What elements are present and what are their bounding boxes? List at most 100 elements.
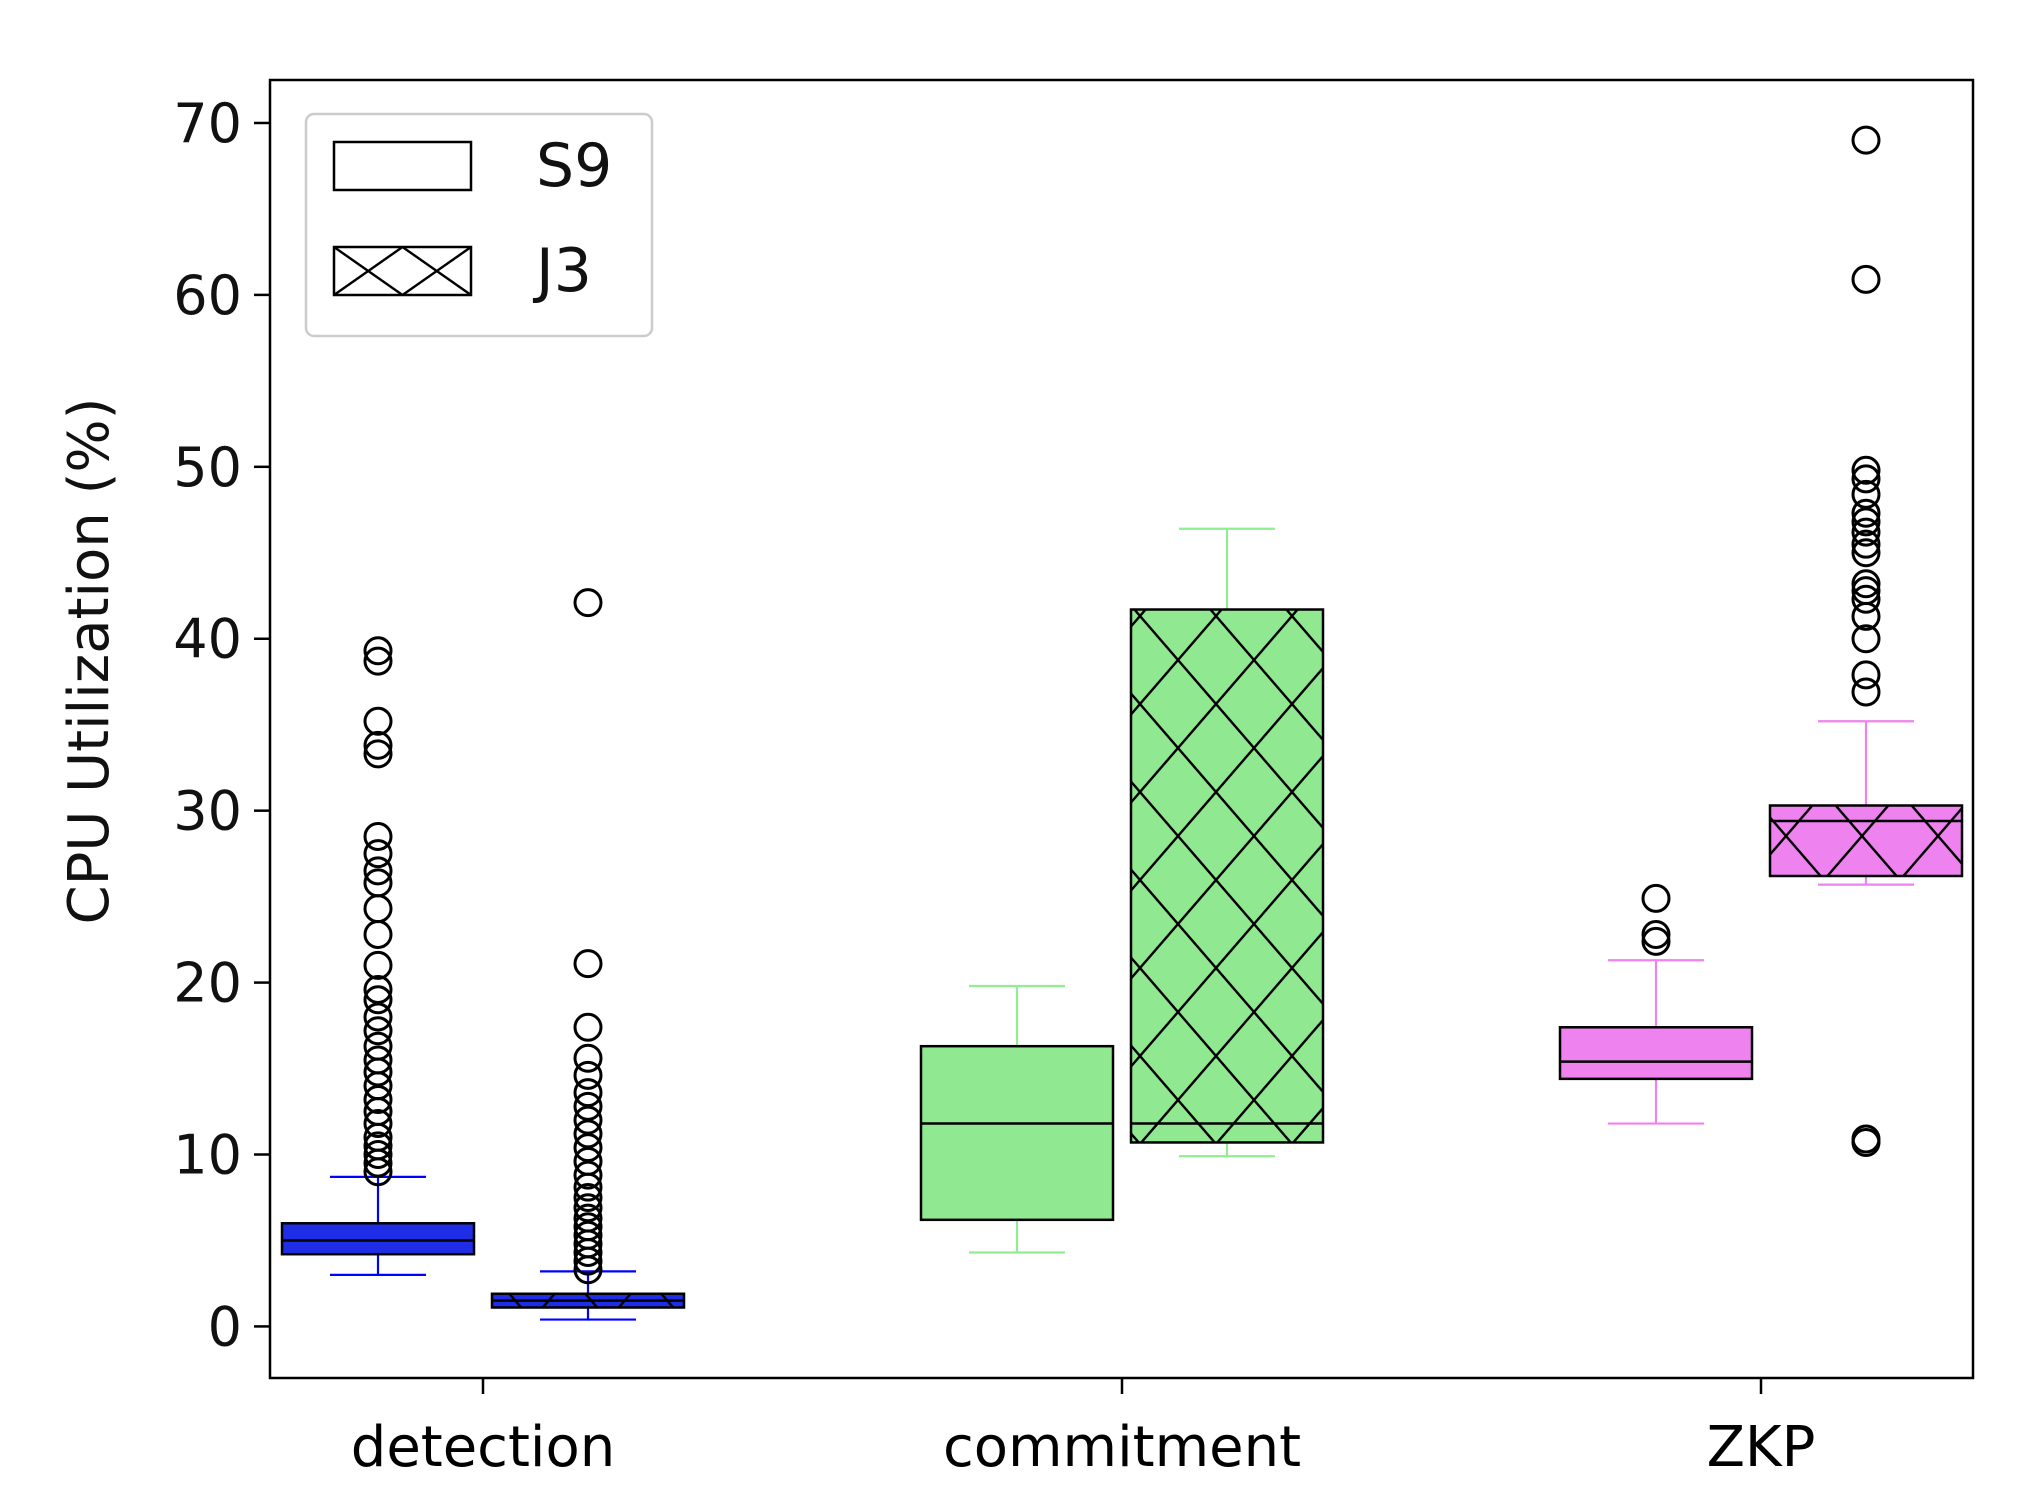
outlier-point	[363, 868, 393, 898]
box-outline	[1129, 608, 1325, 1144]
outlier-point	[363, 856, 393, 886]
outlier-point	[363, 739, 393, 769]
outlier-point	[1641, 919, 1671, 949]
box-s9-commitment	[919, 984, 1115, 1254]
outlier-point	[573, 1160, 603, 1190]
legend-swatch-s9	[332, 140, 473, 192]
box-outline	[280, 1222, 476, 1256]
outlier-point	[573, 1133, 603, 1163]
outlier-point	[1851, 455, 1881, 485]
y-axis-label: CPU Utilization (%)	[57, 398, 122, 925]
box-s9-detection	[280, 636, 476, 1276]
x-tick-label-zkp: ZKP	[1707, 1415, 1816, 1480]
outlier-point	[1851, 264, 1881, 294]
outlier-point	[573, 1220, 603, 1250]
outlier-point	[1851, 576, 1881, 606]
box-hatch	[1131, 609, 1323, 1143]
outlier-point	[573, 1091, 603, 1121]
outlier-point	[363, 1140, 393, 1170]
outlier-point	[1851, 569, 1881, 599]
legend-swatch-bg	[334, 142, 471, 190]
outlier-point	[1851, 479, 1881, 509]
outlier-point	[573, 1119, 603, 1149]
outlier-point	[573, 1012, 603, 1042]
y-axis-title-group: CPU Utilization (%)	[57, 398, 122, 925]
outlier-point	[363, 974, 393, 1004]
plot-area	[280, 125, 1964, 1321]
outlier-point	[363, 1131, 393, 1161]
outlier-point	[573, 1043, 603, 1073]
box-outline	[1768, 804, 1964, 878]
outlier-point	[1851, 1124, 1881, 1154]
outlier-point	[573, 1146, 603, 1176]
outlier-point	[1851, 464, 1881, 494]
x-tick-label-detection: detection	[351, 1415, 615, 1480]
outlier-point	[363, 821, 393, 851]
y-tick-label: 10	[173, 1124, 242, 1187]
y-tick-label: 70	[173, 92, 242, 155]
box-j3-zkp	[1768, 125, 1964, 1157]
y-tick-label: 30	[173, 780, 242, 843]
outlier-point	[573, 588, 603, 618]
outlier-point	[1851, 677, 1881, 707]
outlier-point	[573, 949, 603, 979]
series-s9	[280, 636, 1754, 1276]
outlier-point	[1851, 507, 1881, 537]
outlier-point	[1641, 883, 1671, 913]
outlier-point	[363, 1109, 393, 1139]
outlier-point	[1851, 517, 1881, 547]
outlier-point	[363, 1084, 393, 1114]
legend-swatch-j3	[332, 245, 473, 297]
y-tick-label: 0	[208, 1295, 242, 1358]
outlier-point	[363, 894, 393, 924]
outlier-point	[363, 636, 393, 666]
box-body	[282, 1223, 474, 1255]
box-j3-commitment	[1129, 527, 1325, 1158]
box-hatch	[1770, 805, 1962, 876]
y-tick-label: 40	[173, 608, 242, 671]
box-outline	[919, 1044, 1115, 1222]
outlier-point	[363, 1016, 393, 1046]
outlier-point	[1851, 529, 1881, 559]
outlier-point	[573, 1203, 603, 1233]
outlier-point	[363, 985, 393, 1015]
outlier-point	[1851, 538, 1881, 568]
outlier-point	[363, 730, 393, 760]
outlier-point	[1851, 624, 1881, 654]
outlier-point	[1851, 498, 1881, 528]
box-outline	[1558, 1026, 1754, 1081]
outlier-point	[573, 1212, 603, 1242]
legend-label-j3: J3	[532, 236, 592, 306]
legend-label-s9: S9	[536, 131, 612, 201]
outlier-point	[573, 1105, 603, 1135]
x-tick-label-commitment: commitment	[943, 1415, 1301, 1480]
axes-frame	[268, 78, 1975, 1380]
outlier-point	[573, 1182, 603, 1212]
outlier-point	[573, 1060, 603, 1090]
outlier-point	[573, 1193, 603, 1223]
outlier-point	[363, 839, 393, 869]
outlier-point	[363, 1002, 393, 1032]
x-axis-ticks: detection commitment ZKP	[351, 1378, 1816, 1480]
box-body	[1560, 1027, 1752, 1079]
series-j3	[490, 125, 1964, 1321]
outlier-point	[363, 1031, 393, 1061]
y-tick-label: 60	[173, 264, 242, 327]
y-tick-label: 20	[173, 952, 242, 1015]
outlier-point	[363, 706, 393, 736]
outlier-point	[573, 1078, 603, 1108]
outlier-point	[363, 919, 393, 949]
y-axis-ticks: 0 10 20 30 40 50 60 70	[173, 92, 270, 1358]
outlier-point	[1851, 584, 1881, 614]
outlier-point	[1851, 660, 1881, 690]
y-tick-label: 50	[173, 436, 242, 499]
box-s9-zkp	[1558, 883, 1754, 1125]
legend-swatch-hatch	[334, 247, 471, 295]
outlier-point	[363, 646, 393, 676]
outlier-point	[363, 1045, 393, 1075]
outlier-point	[363, 950, 393, 980]
box-body	[921, 1046, 1113, 1220]
outlier-point	[1641, 926, 1671, 956]
